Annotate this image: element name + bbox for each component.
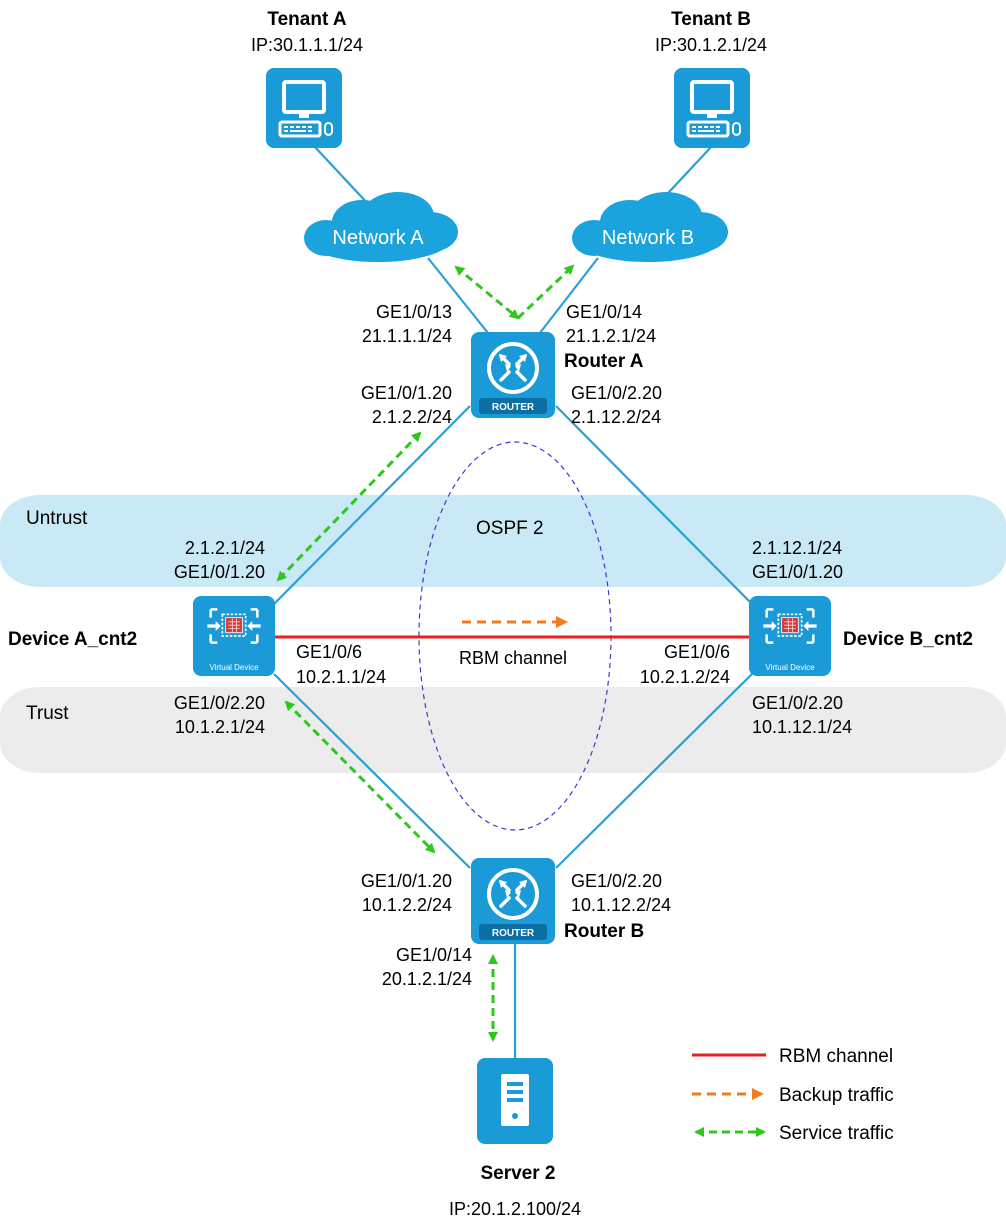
- network-a-label: Network A: [332, 227, 424, 249]
- device-a-if-down-ip: 10.1.2.1/24: [175, 717, 265, 737]
- tenant-a-ip: IP:30.1.1.1/24: [251, 35, 363, 55]
- router-a-if-left-top-ip: 21.1.1.1/24: [362, 326, 452, 346]
- device-a-if-up-port: GE1/0/1.20: [174, 562, 265, 582]
- device-b-if-rbm-ip: 10.2.1.2/24: [640, 667, 730, 687]
- device-b-name: Device B_cnt2: [843, 629, 973, 650]
- server-name: Server 2: [480, 1163, 555, 1184]
- device-a-badge: Virtual Device: [209, 663, 259, 672]
- link-router-a-device-b: [555, 405, 753, 605]
- server-glyph-icon: [501, 1074, 529, 1126]
- router-a-if-left-bottom-ip: 2.1.2.2/24: [372, 407, 452, 427]
- link-device-b-router-b: [555, 673, 753, 869]
- server-node: Server 2 IP:20.1.2.100/24: [449, 1058, 581, 1219]
- rbm-channel-label: RBM channel: [459, 648, 567, 668]
- router-a-badge: ROUTER: [492, 402, 535, 413]
- router-a-name: Router A: [564, 351, 644, 372]
- legend-rbm-label: RBM channel: [779, 1046, 893, 1067]
- server-ip: IP:20.1.2.100/24: [449, 1199, 581, 1219]
- legend: RBM channel Backup traffic Service traff…: [692, 1046, 894, 1144]
- device-b-node: Virtual Device Device B_cnt2 2.1.12.1/24…: [640, 538, 973, 737]
- network-b-label: Network B: [602, 227, 694, 249]
- device-a-name: Device A_cnt2: [8, 629, 137, 650]
- device-b-if-up-ip: 2.1.12.1/24: [752, 538, 842, 558]
- device-a-if-rbm-ip: 10.2.1.1/24: [296, 667, 386, 687]
- untrust-zone-label: Untrust: [26, 508, 88, 529]
- router-b-if-left-ip: 10.1.2.2/24: [362, 895, 452, 915]
- tenant-a-node: Tenant A IP:30.1.1.1/24: [251, 9, 363, 148]
- tenant-b-name: Tenant B: [671, 9, 751, 30]
- router-b-if-right-ip: 10.1.12.2/24: [571, 895, 671, 915]
- router-a-if-right-top-port: GE1/0/14: [566, 302, 642, 322]
- router-a-if-right-top-ip: 21.1.2.1/24: [566, 326, 656, 346]
- link-tenant-a-network-a: [313, 145, 371, 207]
- device-b-badge: Virtual Device: [765, 663, 815, 672]
- link-network-b-router-a: [535, 257, 599, 339]
- trust-zone-label: Trust: [26, 703, 69, 724]
- service-traffic-arrow-network-a: [454, 265, 520, 320]
- service-traffic-arrow-router-a-device-a: [276, 431, 422, 582]
- router-a-node: ROUTER Router A GE1/0/13 21.1.1.1/24 GE1…: [361, 302, 662, 427]
- service-traffic-arrow-network-b: [516, 264, 575, 320]
- router-b-if-left-port: GE1/0/1.20: [361, 871, 452, 891]
- network-b-cloud: Network B: [572, 192, 728, 262]
- router-b-if-down-port: GE1/0/14: [396, 945, 472, 965]
- tenant-b-node: Tenant B IP:30.1.2.1/24: [655, 9, 767, 148]
- device-b-if-up-port: GE1/0/1.20: [752, 562, 843, 582]
- device-a-if-rbm-port: GE1/0/6: [296, 642, 362, 662]
- router-b-node: ROUTER Router B GE1/0/1.20 10.1.2.2/24 G…: [361, 858, 671, 989]
- router-a-if-right-bottom-port: GE1/0/2.20: [571, 383, 662, 403]
- router-a-if-left-bottom-port: GE1/0/1.20: [361, 383, 452, 403]
- device-a-node: Virtual Device Device A_cnt2 2.1.2.1/24 …: [8, 538, 386, 737]
- device-b-if-down-ip: 10.1.12.1/24: [752, 717, 852, 737]
- device-a-if-down-port: GE1/0/2.20: [174, 693, 265, 713]
- service-traffic-arrow-device-a-router-b: [284, 700, 436, 854]
- legend-backup-label: Backup traffic: [779, 1085, 894, 1106]
- ospf-area-label: OSPF 2: [476, 518, 544, 539]
- untrust-zone-band: [0, 495, 1006, 587]
- tenant-b-ip: IP:30.1.2.1/24: [655, 35, 767, 55]
- tenant-a-name: Tenant A: [267, 9, 346, 30]
- device-a-if-up-ip: 2.1.2.1/24: [185, 538, 265, 558]
- router-a-if-left-top-port: GE1/0/13: [376, 302, 452, 322]
- network-a-cloud: Network A: [304, 192, 458, 262]
- trust-zone-band: [0, 687, 1006, 773]
- router-a-if-right-bottom-ip: 2.1.12.2/24: [571, 407, 661, 427]
- device-b-if-down-port: GE1/0/2.20: [752, 693, 843, 713]
- router-b-badge: ROUTER: [492, 928, 535, 939]
- router-b-if-down-ip: 20.1.2.1/24: [382, 969, 472, 989]
- router-b-name: Router B: [564, 921, 644, 942]
- device-b-if-rbm-port: GE1/0/6: [664, 642, 730, 662]
- router-b-if-right-port: GE1/0/2.20: [571, 871, 662, 891]
- legend-service-label: Service traffic: [779, 1123, 894, 1144]
